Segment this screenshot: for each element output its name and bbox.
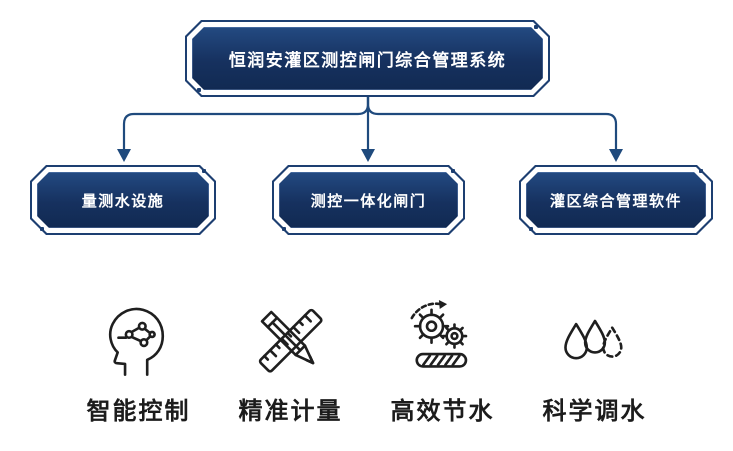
decorative-dot [534, 25, 538, 29]
root-node: 恒润安灌区测控闸门综合管理系统 [185, 20, 550, 97]
pencil-ruler-icon [258, 308, 323, 373]
feature-label-smart-control: 智能控制 [86, 398, 191, 425]
arrowhead-icon [609, 149, 623, 162]
child-node-management-software: 灌区综合管理软件 [519, 165, 713, 235]
node-frame-fill: 量测水设施 [37, 172, 209, 228]
feature-label-water-saving: 高效节水 [390, 398, 495, 425]
decorative-dot [197, 88, 201, 92]
gears-progress-icon [410, 300, 467, 368]
decorative-dot [40, 227, 44, 231]
child-node-measure-facility: 量测水设施 [30, 165, 216, 235]
arrowhead-icon [117, 149, 131, 162]
head-circuit-icon [108, 307, 164, 376]
node-frame-fill: 测控一体化闸门 [279, 172, 458, 228]
feature-smart-control: 智能控制 [74, 300, 204, 426]
feature-label-water-transfer: 科学调水 [542, 398, 647, 425]
feature-row: 智能控制 [0, 300, 733, 426]
feature-water-transfer: 科学调水 [530, 300, 660, 426]
child-node-label: 量测水设施 [81, 192, 165, 210]
decorative-dot [699, 169, 703, 173]
root-node-label: 恒润安灌区测控闸门综合管理系统 [228, 51, 507, 70]
arrowhead-icon [361, 149, 375, 162]
child-node-label: 灌区综合管理软件 [549, 192, 682, 210]
decorative-dot [282, 227, 286, 231]
feature-label-precise-measurement: 精准计量 [238, 398, 343, 425]
node-frame-fill: 恒润安灌区测控闸门综合管理系统 [192, 27, 543, 90]
decorative-dot [529, 227, 533, 231]
feature-water-saving: 高效节水 [378, 300, 508, 426]
water-drops-icon [563, 319, 623, 360]
feature-precise-measurement: 精准计量 [226, 300, 356, 426]
connector-left [122, 96, 370, 150]
connector-right [366, 96, 618, 150]
node-frame-fill: 灌区综合管理软件 [526, 172, 706, 228]
child-node-label: 测控一体化闸门 [310, 192, 427, 210]
decorative-dot [451, 169, 455, 173]
child-node-integrated-gate: 测控一体化闸门 [272, 165, 465, 235]
decorative-dot [202, 169, 206, 173]
